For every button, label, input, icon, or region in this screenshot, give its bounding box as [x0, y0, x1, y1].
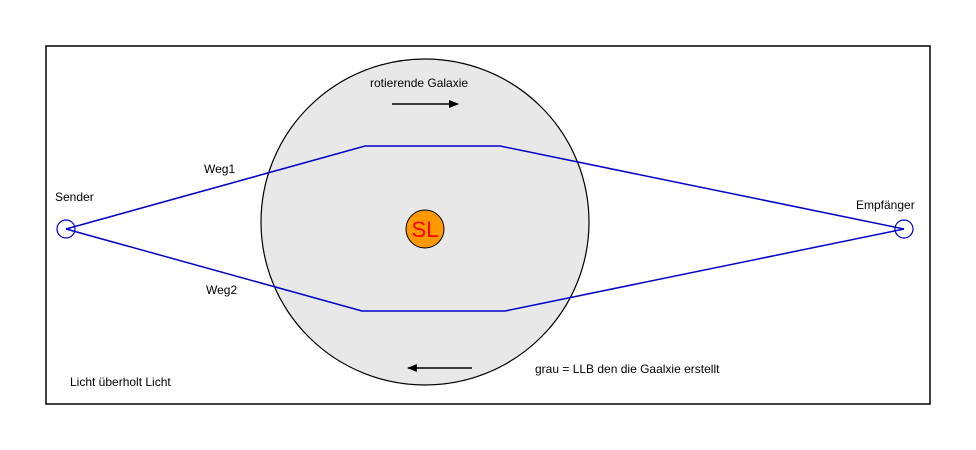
receiver-node-icon — [894, 219, 914, 239]
path-2-label: Weg2 — [206, 283, 237, 297]
receiver-label: Empfänger — [856, 198, 915, 212]
caption-right-label: grau = LLB den die Gaalxie erstellt — [535, 362, 720, 376]
path-1-label: Weg1 — [204, 162, 235, 176]
galaxy-title-label: rotierende Galaxie — [370, 76, 468, 90]
light-path-2 — [65, 228, 905, 312]
sender-node-icon — [56, 219, 76, 239]
light-path-1 — [65, 145, 905, 230]
center-mass-label: SL — [412, 217, 439, 242]
caption-left-label: Licht überholt Licht — [70, 375, 171, 389]
sender-label: Sender — [55, 190, 94, 204]
center-mass — [405, 209, 445, 249]
